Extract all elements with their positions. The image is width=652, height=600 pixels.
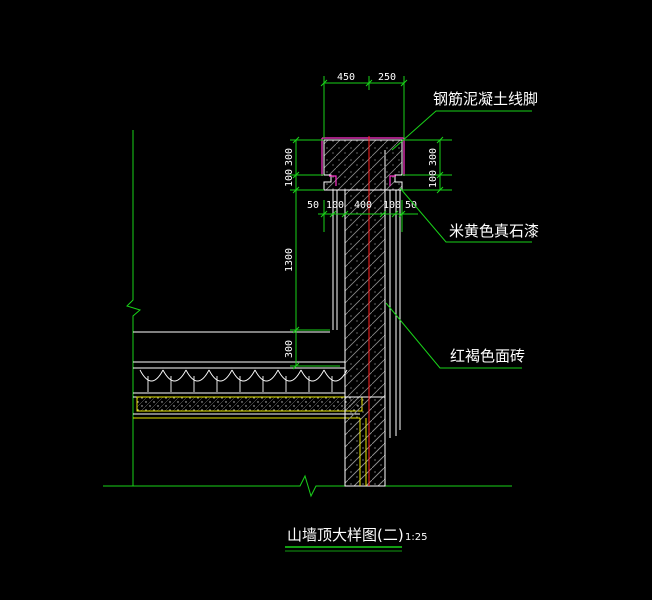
dim-left-1300: 1300 [284,248,295,272]
ground-line [103,474,512,498]
dim-left-100: 100 [284,169,295,187]
wall-width-dimension [318,200,418,232]
left-wall-line [126,130,142,486]
leader-lines [385,110,532,369]
dim-row-100a: 100 [326,200,344,211]
roof-slab [133,396,363,419]
dim-left-300: 300 [284,148,295,166]
dim-left-300b: 300 [284,340,295,358]
dim-right-100: 100 [428,170,439,188]
dim-row-100b: 100 [383,200,401,211]
callout-coping: 钢筋泥凝土线脚 [433,90,538,108]
dim-top-left: 450 [337,72,355,83]
top-dimension [320,76,408,138]
dim-row-50a: 50 [307,200,319,211]
dim-row-400: 400 [354,200,372,211]
roof-tiles [139,369,348,392]
dim-top-right: 250 [378,72,396,83]
left-dimension [290,136,340,370]
drawing-title: 山墙顶大样图(二) [287,526,404,544]
callout-tile: 红褐色面砖 [450,347,525,365]
right-dimension [402,136,452,194]
coping-cap [321,137,405,191]
dim-right-300: 300 [428,148,439,166]
roof-layers [133,331,345,398]
tile-scallops [139,369,348,382]
dim-row-50b: 50 [405,200,417,211]
drawing-scale: 1:25 [405,532,427,543]
callout-coating: 米黄色真石漆 [449,222,539,240]
